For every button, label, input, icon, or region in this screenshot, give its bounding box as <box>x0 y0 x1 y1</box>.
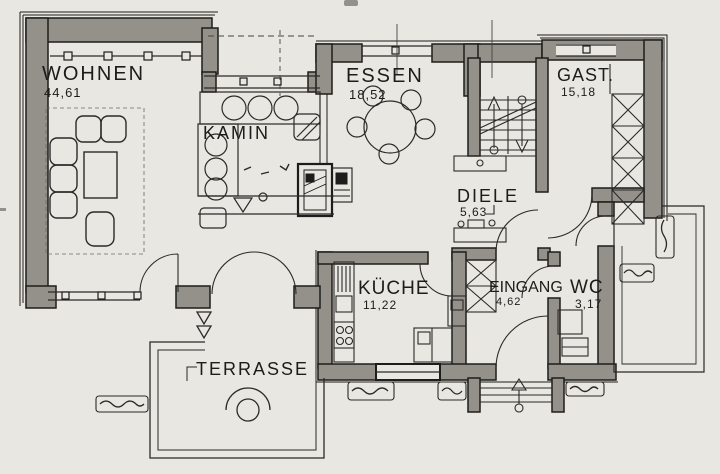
room-area-diele: 5,63 <box>460 205 488 219</box>
room-label-diele: DIELE <box>457 186 520 206</box>
wc-door <box>521 265 555 299</box>
doors <box>139 193 607 369</box>
area-mark <box>486 205 495 215</box>
room-label-terrasse: TERRASSE <box>196 359 310 379</box>
kitchen-door <box>419 263 453 297</box>
room-label-wc: WC <box>570 277 604 298</box>
entrance-door <box>495 315 549 369</box>
staircase <box>479 95 537 157</box>
wohnen-sofa <box>45 107 145 255</box>
coffee-table <box>83 151 118 199</box>
room-label-wohnen: WOHNEN <box>42 63 146 85</box>
eingang-wardrobe <box>465 259 497 313</box>
toilet <box>557 309 583 335</box>
patio-door <box>575 215 607 247</box>
axis-marks <box>208 20 493 96</box>
gast-door <box>547 193 593 239</box>
double-terrace-doors <box>211 251 297 295</box>
kitchen-fixtures <box>333 261 467 363</box>
kamin-bench <box>197 91 334 229</box>
entry-steps <box>480 377 552 413</box>
window-mullions <box>61 45 591 300</box>
room-area-gast: 15,18 <box>561 85 597 99</box>
room-label-essen: ESSEN <box>346 65 424 87</box>
understair-cabinet <box>453 155 507 172</box>
armchair <box>85 211 115 247</box>
room-area-eingang: 4,62 <box>496 296 522 308</box>
diele-door <box>495 209 539 253</box>
room-label-gast: GAST. <box>557 65 615 85</box>
room-label-kueche: KÜCHE <box>358 278 430 299</box>
room-label-eingang: EINGANG <box>489 279 563 296</box>
wc-fixtures <box>557 309 589 357</box>
wohnen-terrace-door <box>139 253 179 293</box>
diele-furniture <box>453 155 507 243</box>
floor-marks <box>243 163 290 175</box>
stove <box>333 321 355 349</box>
planting-beds <box>95 215 675 413</box>
dining-table <box>346 85 436 165</box>
terrace-circle <box>236 398 260 422</box>
terrace-arc <box>225 387 271 411</box>
room-area-kueche: 11,22 <box>363 298 398 312</box>
room-area-essen: 18,52 <box>349 87 387 102</box>
kamin-step-edge <box>198 195 334 215</box>
windows <box>48 20 616 381</box>
terrace-steps <box>195 311 213 340</box>
fireplace <box>296 94 353 218</box>
sink <box>335 295 353 313</box>
side-patio <box>613 205 705 373</box>
gast-wardrobe <box>609 64 645 225</box>
room-area-wohnen: 44,61 <box>44 85 82 100</box>
room-area-wc: 3,17 <box>575 297 603 311</box>
room-label-kamin: KAMIN <box>203 123 271 143</box>
scan-artifacts <box>0 0 358 211</box>
terrace <box>149 311 325 459</box>
